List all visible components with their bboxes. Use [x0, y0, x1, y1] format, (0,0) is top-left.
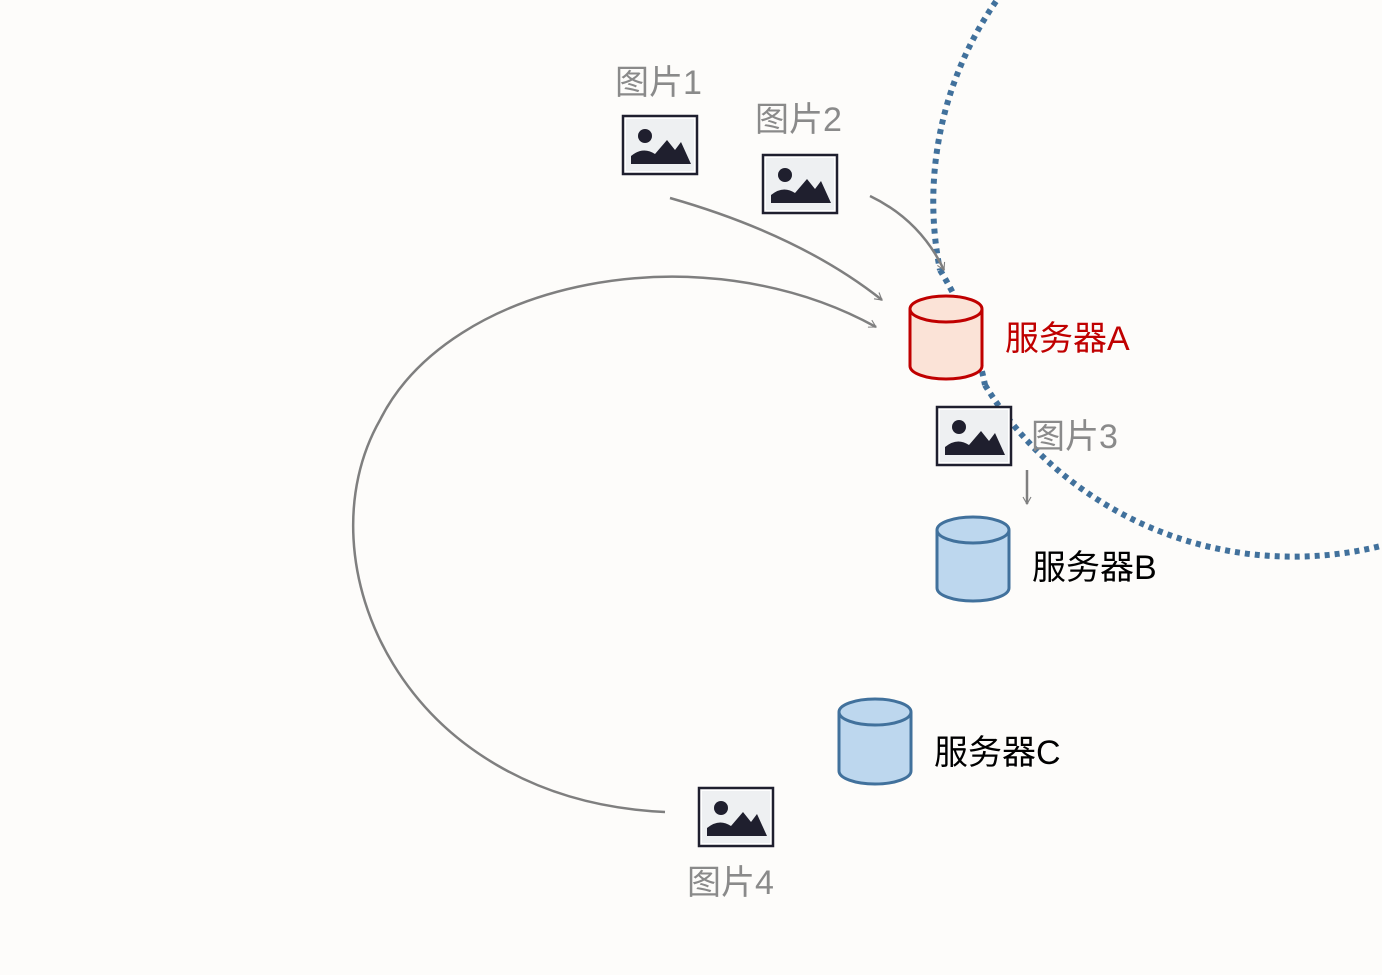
image-icon: [697, 786, 775, 848]
image-node-1: [621, 114, 699, 176]
image-icon: [935, 405, 1013, 467]
image-1-label: 图片1: [615, 64, 702, 102]
image-3-label: 图片3: [1031, 418, 1118, 456]
image-2-label: 图片2: [755, 101, 842, 139]
image-icon: [621, 114, 699, 176]
database-cylinder-icon: [935, 515, 1011, 603]
arrow-img1-to-server-a: [669, 196, 883, 301]
arrow-img4-to-server-a: [351, 275, 877, 814]
server-a-label: 服务器A: [1005, 320, 1130, 358]
server-b-label: 服务器B: [1032, 549, 1157, 587]
server-c-label: 服务器C: [934, 734, 1061, 772]
database-cylinder-icon: [908, 294, 984, 381]
server-b: 服务器B: [935, 515, 1157, 603]
server-c: 服务器C: [837, 697, 1061, 786]
image-node-4: [697, 786, 775, 848]
hash-ring: [930, 0, 1382, 560]
arrow-img2-to-server-a: [869, 194, 946, 271]
image-node-3: [935, 405, 1013, 467]
server-a: 服务器A: [908, 294, 1130, 381]
image-node-2: [761, 153, 839, 215]
image-4-label: 图片4: [687, 864, 774, 902]
database-cylinder-icon: [837, 697, 913, 786]
image-icon: [761, 153, 839, 215]
